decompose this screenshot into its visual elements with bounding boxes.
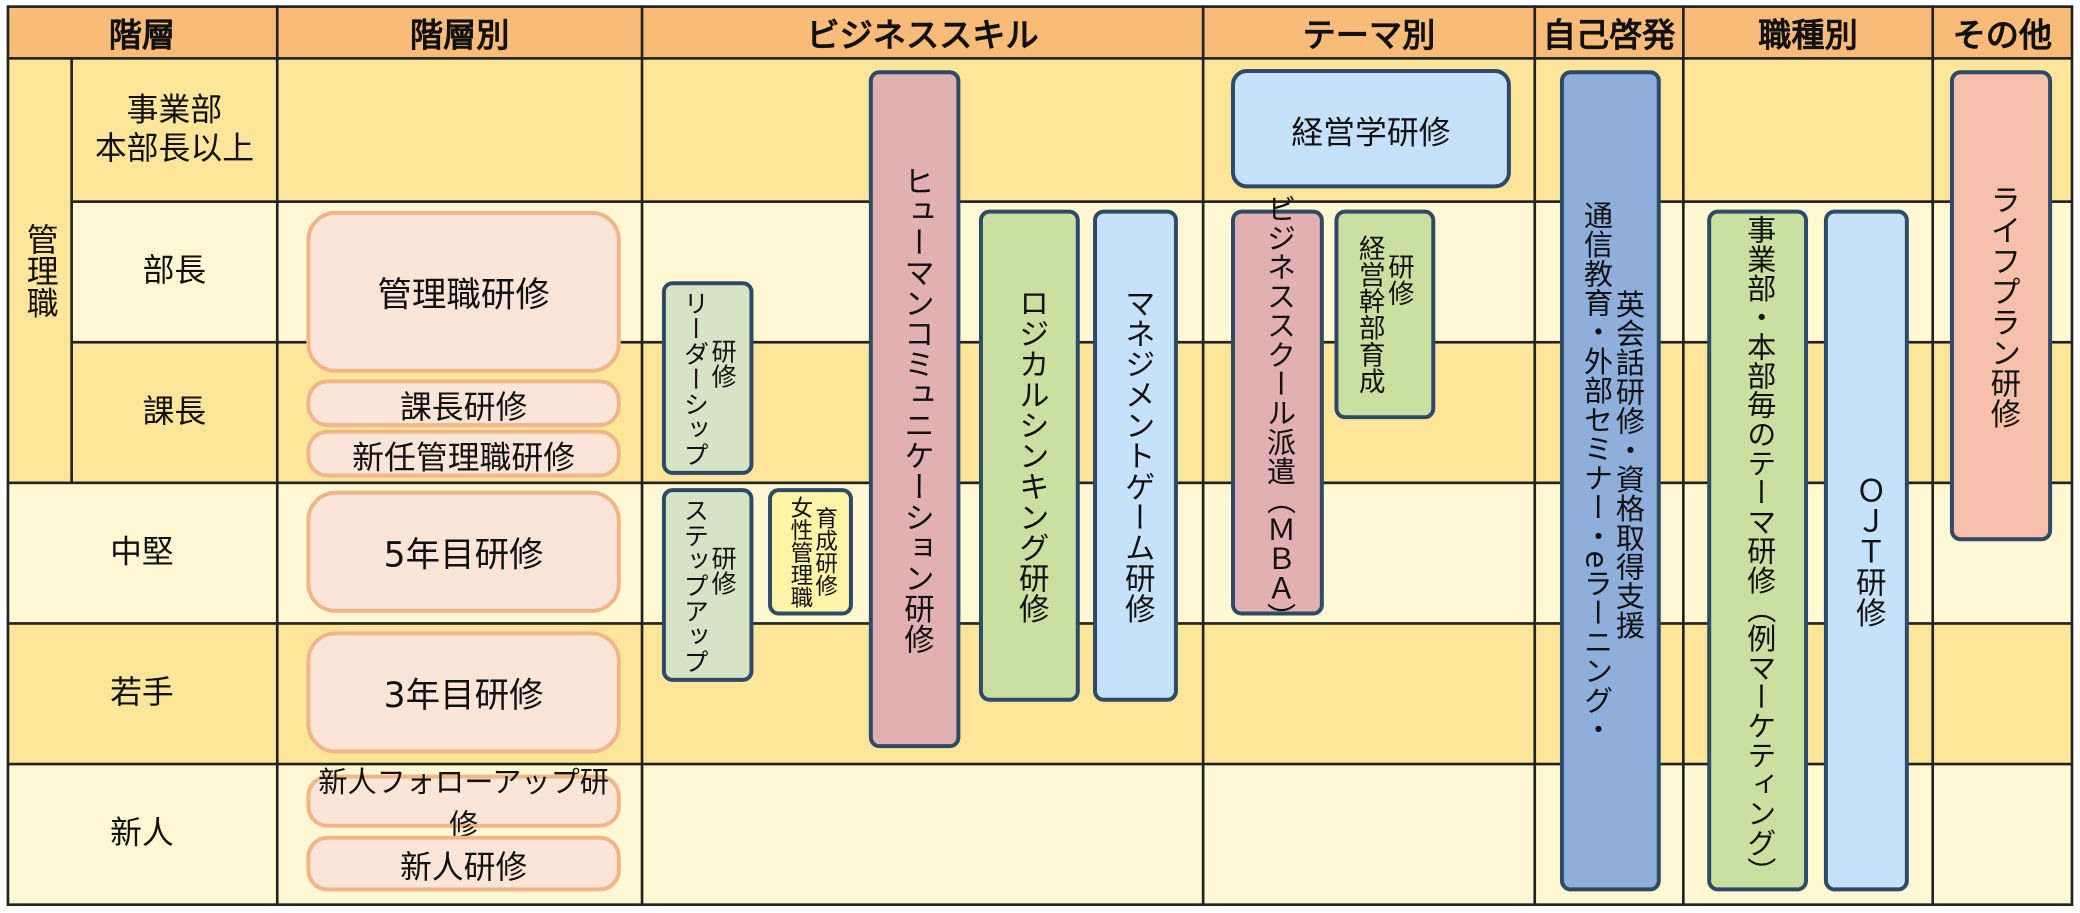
management-group-text: 管理職 [20, 222, 58, 319]
logical-thinking-box: ロジカルシンキング研修 [978, 209, 1080, 702]
management-group-label: 管理職 [8, 58, 70, 482]
grid-line [2070, 5, 2074, 906]
stepup-training-box: ステップアップ 研修 [661, 488, 754, 682]
header-by-job: 職種別 [1758, 15, 1858, 55]
mba-text: ビジネススクール派遣（ＭＢＡ） [1261, 193, 1295, 632]
grid-line [71, 200, 2072, 203]
grid-line [640, 5, 644, 906]
grid-line [7, 5, 2072, 8]
mgmt-group-bg [7, 58, 72, 483]
communication-training-box: ヒューマンコミュニケーション研修 [868, 70, 961, 749]
grid-line [1201, 5, 1205, 906]
grid-line [7, 762, 2072, 766]
header-level: 階層 [108, 15, 176, 55]
band-exec [7, 58, 2072, 202]
row-label-exec: 事業部 本部長以上 [73, 58, 276, 200]
header-by-theme: テーマ別 [1302, 15, 1436, 55]
self-dev-text-line1: 通信教育・外部セミナー・eラーニング・ [1578, 200, 1612, 744]
grid-line [1931, 5, 1935, 906]
exec-dev-text-line2: 研修 [1383, 253, 1416, 307]
header-self-dev: 自己啓発 [1542, 15, 1676, 55]
newcomer-followup-box: 新人フォローアップ研修 [306, 767, 621, 842]
self-dev-text-line2: 英会話研修・資格取得支援 [1610, 289, 1644, 640]
life-plan-box: ライフプラン研修 [1949, 70, 2053, 542]
mba-box: ビジネススクール派遣（ＭＢＡ） [1230, 194, 1324, 631]
stepup-text-line2: 研修 [707, 545, 737, 596]
mgmt-game-box: マネジメントゲーム研修 [1093, 209, 1178, 702]
leadership-text-line2: 研修 [707, 338, 737, 389]
grid-line [7, 57, 2072, 60]
leadership-text-line1: リーダーシップ [679, 289, 710, 467]
ojt-box: ＯＪＴ研修 [1823, 209, 1909, 892]
exec-dev-text-line1: 経営幹部育成 [1354, 234, 1387, 394]
communication-text: ヒューマンコミュニケーション研修 [898, 165, 933, 654]
leadership-training-box: リーダーシップ 研修 [661, 281, 754, 475]
grid-line [6, 5, 10, 906]
row-label-newcomer: 新人 [110, 814, 174, 853]
grid-line [1682, 5, 1685, 906]
stepup-text-line1: ステップアップ [679, 496, 710, 674]
row-label-junior: 若手 [110, 674, 174, 712]
mgmt-training-box: 管理職研修 [306, 210, 621, 373]
header-business-skill: ビジネススキル [806, 15, 1039, 55]
women-text-line2: 育成研修 [810, 506, 837, 597]
row-label-exec-line2: 本部長以上 [94, 129, 255, 167]
year5-training-box: 5年目研修 [306, 490, 621, 613]
grid-line [70, 58, 73, 483]
newcomer-training-box: 新人研修 [306, 835, 621, 892]
self-dev-box: 通信教育・外部セミナー・eラーニング・ 英会話研修・資格取得支援 [1559, 70, 1661, 892]
women-mgr-training-box: 女性管理職 育成研修 [768, 488, 853, 616]
ojt-text: ＯＪＴ研修 [1849, 474, 1885, 627]
new-mgr-training-box: 新任管理職研修 [306, 429, 621, 478]
header-other: その他 [1952, 15, 2053, 55]
exec-dev-box: 経営幹部育成 研修 [1334, 209, 1436, 420]
row-label-mid: 中堅 [110, 533, 174, 571]
division-theme-text: 事業部・本部毎のテーマ研修（例マーケティング） [1741, 214, 1775, 887]
row-label-chief: 課長 [142, 393, 207, 431]
year3-training-box: 3年目研修 [306, 631, 621, 754]
division-theme-box: 事業部・本部毎のテーマ研修（例マーケティング） [1707, 209, 1809, 892]
header-band [7, 7, 2072, 59]
women-text-line1: 女性管理職 [785, 495, 812, 609]
life-plan-text: ライフプラン研修 [1984, 183, 2020, 428]
row-label-director: 部長 [142, 252, 207, 290]
row-label-exec-line1: 事業部 [126, 91, 223, 129]
grid-line [1533, 5, 1537, 906]
grid-line [7, 903, 2072, 906]
header-by-level: 階層別 [409, 15, 510, 55]
chief-training-box: 課長研修 [306, 379, 621, 428]
grid-line [275, 5, 279, 906]
logical-thinking-text: ロジカルシンキング研修 [1012, 287, 1048, 624]
mgmt-game-text: マネジメントゲーム研修 [1119, 287, 1154, 624]
mgmt-studies-box: 経営学研修 [1230, 68, 1511, 189]
